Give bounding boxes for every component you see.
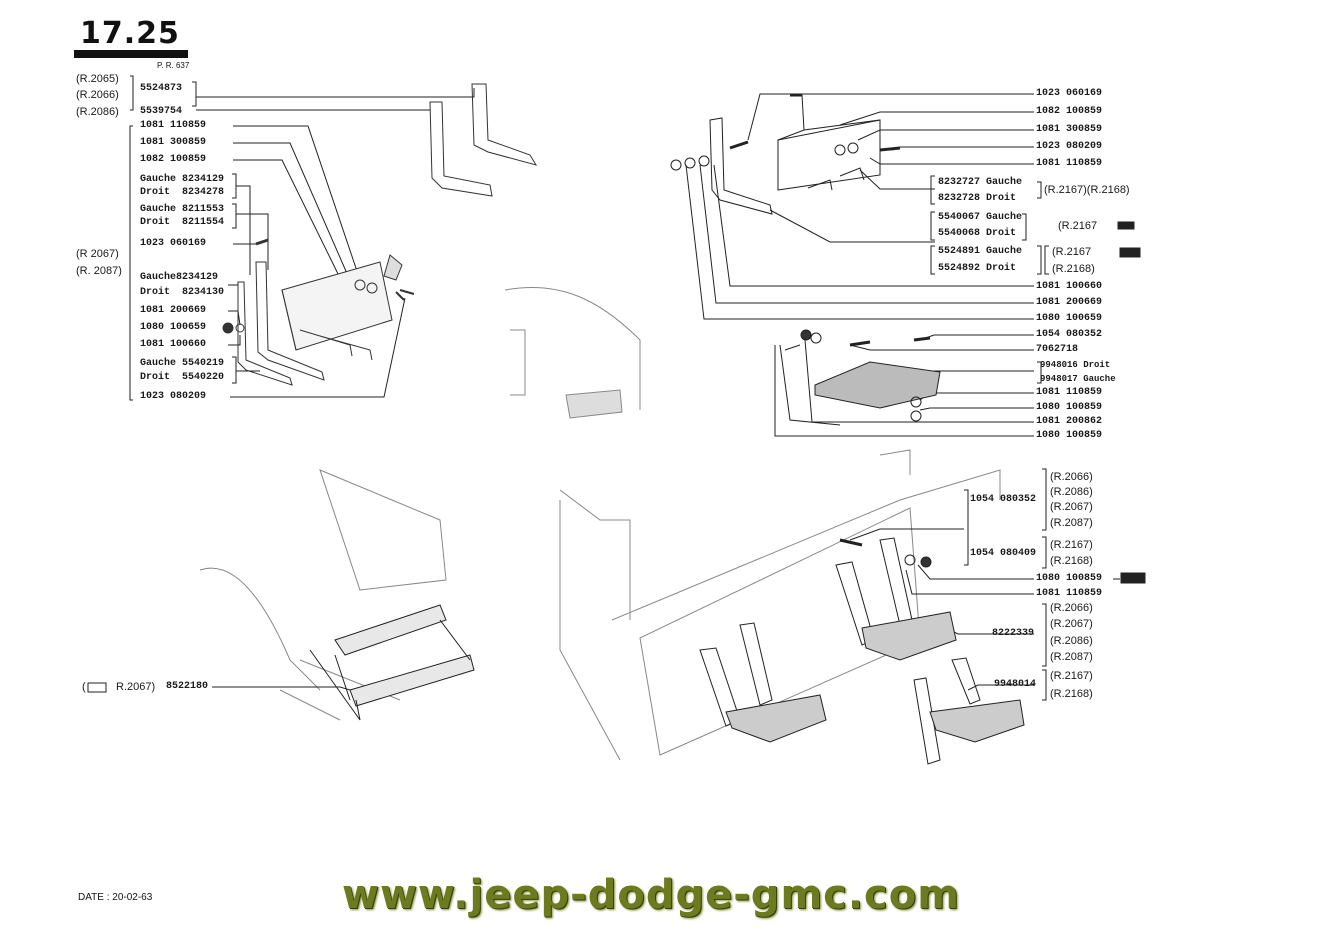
part-number: Gauche 8234129 [140, 174, 225, 185]
van-icons [87, 221, 1146, 693]
bracket-open: ( [82, 681, 86, 693]
variant-label: (R.2066) [76, 89, 119, 101]
part-number: 1081 110859 [140, 120, 207, 131]
variant-label: (R.2067) [1050, 618, 1093, 630]
part-number: 1081 200669 [1036, 297, 1103, 308]
right-low-step-art [699, 468, 1120, 765]
variant-label: (R.2087) [1050, 651, 1093, 663]
variant-label: (R.2086) [76, 106, 119, 118]
part-number: 5540067 Gauche [938, 212, 1023, 223]
variant-label: (R.2066) [1050, 602, 1093, 614]
page-number: 17.25 [80, 16, 180, 51]
variant-label: (R.2086) [1050, 635, 1093, 647]
part-number: 1081 200669 [140, 305, 207, 316]
variant-label: (R 2067) [76, 248, 119, 260]
part-number: 1054 080352 [970, 494, 1037, 505]
part-number: 1082 100859 [1036, 106, 1103, 117]
part-number: 9948016 Droit [1040, 360, 1111, 370]
part-number: 5524892 Droit [938, 263, 1017, 274]
part-number: 1081 200862 [1036, 416, 1103, 427]
page-number-underline [74, 50, 188, 58]
part-number: 8232728 Droit [938, 193, 1017, 204]
variant-label: (R.2167)(R.2168) [1044, 184, 1130, 196]
part-number: 1054 080352 [1036, 329, 1103, 340]
right-mid-step-art [774, 329, 1042, 437]
variant-label: (R.2168) [1052, 263, 1095, 275]
right-top-hardware-art [670, 93, 901, 215]
part-number: 1081 300859 [140, 137, 207, 148]
part-number: Gauche8234129 [140, 272, 219, 283]
part-number: 1054 080409 [970, 548, 1037, 559]
part-number: 1081 110859 [1036, 588, 1103, 599]
part-number: 1023 080209 [1036, 141, 1103, 152]
right-top-leader-lines [685, 93, 1034, 320]
part-number: 8522180 [166, 681, 209, 692]
part-number: 1081 110859 [1036, 158, 1103, 169]
part-number: 1080 100859 [1036, 402, 1103, 413]
variant-label: (R.2067) [1050, 501, 1093, 513]
part-number: 1023 060169 [1036, 88, 1103, 99]
variant-label: R.2067) [116, 681, 156, 693]
variant-label: (R.2086) [1050, 486, 1093, 498]
left-hardware-art [222, 83, 538, 386]
part-number: 1080 100859 [1036, 430, 1103, 441]
part-number: Droit 8234130 [140, 287, 225, 298]
variant-label: (R.2087) [1050, 517, 1093, 529]
part-number: Gauche 8211553 [140, 204, 225, 215]
double-step-art [212, 604, 475, 721]
part-number: Gauche 5540219 [140, 358, 225, 369]
part-number: 1082 100859 [140, 154, 207, 165]
part-number: 1080 100659 [1036, 313, 1103, 324]
part-number: 7062718 [1036, 344, 1079, 355]
part-number: 1081 100660 [1036, 281, 1103, 292]
left-brackets [129, 75, 237, 401]
part-number: Droit 8211554 [140, 217, 225, 228]
part-number: 1081 100660 [140, 339, 207, 350]
left-leader-lines [196, 88, 475, 398]
part-number: 1023 060169 [140, 238, 207, 249]
variant-label: (R.2167) [1050, 670, 1093, 682]
print-date: DATE : 20-02-63 [78, 892, 153, 903]
part-number: 1081 110859 [1036, 387, 1103, 398]
part-number: Droit 5540220 [140, 372, 225, 383]
variant-label: (R.2167 [1058, 220, 1098, 232]
right-top-brackets [930, 175, 1049, 275]
part-number: 1081 300859 [1036, 124, 1103, 135]
part-number: 5539754 [140, 106, 183, 117]
part-number: 1080 100859 [1036, 573, 1103, 584]
website-watermark[interactable]: www.jeep-dodge-gmc.com [342, 872, 960, 918]
part-number: 8222339 [992, 628, 1035, 639]
part-number: 1023 080209 [140, 391, 207, 402]
part-number: 5540068 Droit [938, 228, 1017, 239]
variant-label: (R.2066) [1050, 471, 1093, 483]
variant-label: (R.2168) [1050, 688, 1093, 700]
variant-label: (R.2167 [1052, 246, 1092, 258]
part-number: 8232727 Gauche [938, 177, 1023, 188]
variant-label: (R.2168) [1050, 555, 1093, 567]
variant-label: (R.2065) [76, 73, 119, 85]
part-number: Droit 8234278 [140, 187, 225, 198]
part-number: 9948017 Gauche [1040, 374, 1116, 384]
part-number: 9948014 [994, 679, 1037, 690]
truck-outline-art [199, 286, 1001, 761]
part-number: 5524891 Gauche [938, 246, 1023, 257]
part-number: 5524873 [140, 83, 183, 94]
variant-label: (R. 2087) [76, 265, 122, 277]
page-reference: P. R. 637 [157, 61, 190, 70]
part-number: 1080 100659 [140, 322, 207, 333]
variant-label: (R.2167) [1050, 539, 1093, 551]
